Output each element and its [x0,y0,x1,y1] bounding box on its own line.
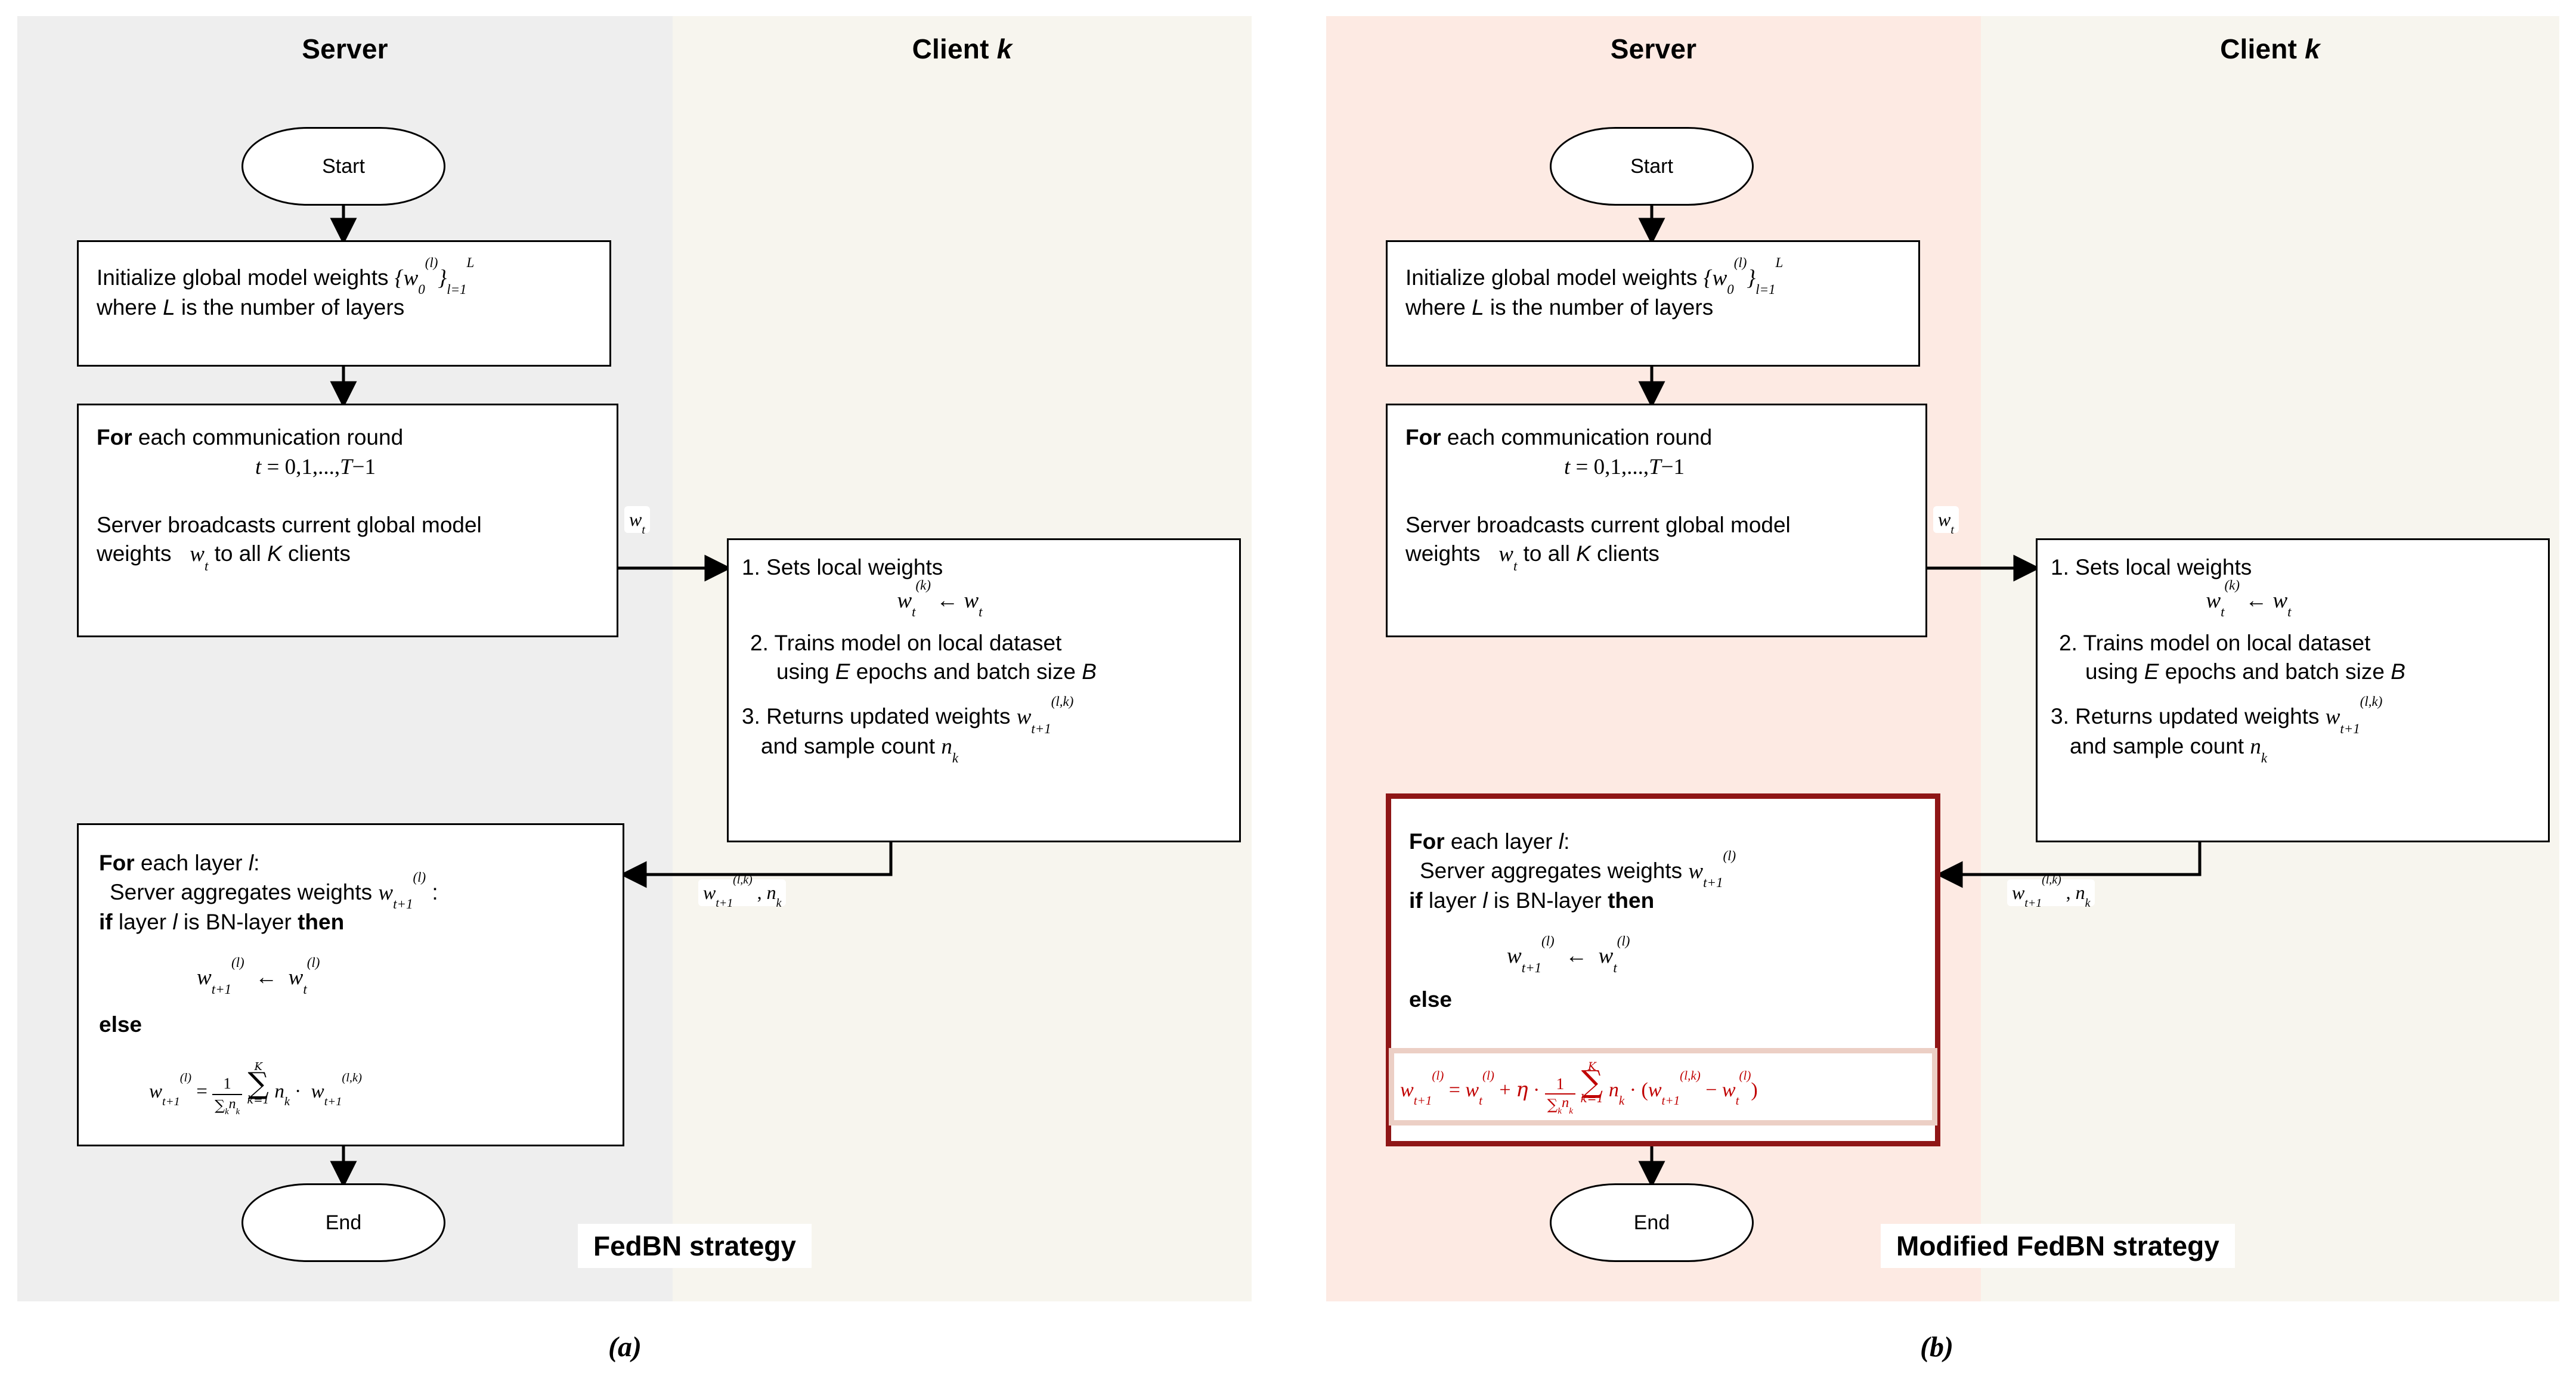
highlighted-equation-b: wt+1(l) = wt(l) + η · 1∑knk K∑k=1 nk · (… [1394,1053,1932,1120]
agg-a-line3: if layer l is BN-layer then [99,909,345,934]
agg-b-line1: For each layer l: [1409,829,1570,854]
node-end-b-label: End [1633,1211,1670,1234]
lane-title-server-b-text: Server [1610,33,1697,64]
client-b-step3a: 3. Returns updated weights wt+1(l,k) [2051,694,2383,736]
edge-label-wt-b: wt [1933,506,1959,536]
node-initialize-a[interactable]: Initialize global model weights {w0(l)}l… [77,240,611,367]
node-start-b[interactable]: Start [1550,127,1754,206]
client-a-step1: 1. Sets local weights [742,555,943,579]
node-round-a[interactable]: For each communication round t = 0,1,...… [77,404,618,637]
client-a-step2b: using E epochs and batch size B [776,659,1097,684]
lane-title-server-b: Server [1326,33,1981,65]
round-b-line1: For each communication round [1405,425,1713,449]
round-a-line3: Server broadcasts current global model [97,512,482,537]
round-a-line1: For each communication round [97,425,404,449]
node-end-b[interactable]: End [1550,1183,1754,1262]
strategy-tag-b: Modified FedBN strategy [1881,1224,2235,1268]
round-b-line4: weights wt to all K clients [1405,541,1659,573]
init-b-line2: where L is the number of layers [1405,294,1714,320]
node-end-a[interactable]: End [242,1183,445,1262]
client-b-step1: 1. Sets local weights [2051,555,2252,579]
caption-a: (a) [608,1331,642,1363]
agg-b-eq-bn: wt+1(l) ← wt(l) [1507,933,1630,975]
round-b-line3: Server broadcasts current global model [1405,512,1791,537]
node-end-a-label: End [325,1211,362,1234]
node-start-a-label: Start [322,154,365,178]
client-a-step1-eq: wt(k) ← wt [897,577,983,620]
lane-title-client-a: Client k [673,33,1252,65]
round-a-line4: weights wt to all K clients [97,541,351,573]
edge-label-wt-a: wt [624,506,650,536]
lane-title-client-b: Client k [1981,33,2559,65]
caption-b: (b) [1920,1331,1953,1363]
node-client-a[interactable]: 1. Sets local weights wt(k) ← wt 2. Trai… [727,538,1241,842]
edge-label-update-a: wt+1(l,k) , nk [698,874,787,909]
client-a-step3b: and sample count nk [761,734,959,766]
lane-title-client-a-symbol: k [996,33,1013,64]
agg-b-else: else [1409,987,1453,1012]
lane-title-client-a-text: Client [912,33,997,64]
init-a-line1: Initialize global model weights {w0(l)}l… [97,255,475,297]
client-b-step3b: and sample count nk [2070,734,2268,766]
agg-a-eq-bn: wt+1(l) ← wt(l) [197,954,320,997]
strategy-tag-a: FedBN strategy [578,1224,812,1268]
lane-title-client-b-text: Client [2220,33,2305,64]
init-b-line1: Initialize global model weights {w0(l)}l… [1405,255,1784,297]
init-a-line2: where L is the number of layers [97,294,405,320]
node-aggregate-b[interactable]: For each layer l: Server aggregates weig… [1386,793,1940,1146]
lane-title-client-b-symbol: k [2305,33,2320,64]
node-client-b[interactable]: 1. Sets local weights wt(k) ← wt 2. Trai… [2036,538,2550,842]
round-a-line2: t = 0,1,...,T−1 [255,454,376,479]
client-b-step2b: using E epochs and batch size B [2085,659,2405,684]
client-a-step2a: 2. Trains model on local dataset [750,630,1062,655]
agg-a-eq-avg: wt+1(l) = 1∑knk K∑k=1 nk · wt+1(l,k) [149,1061,362,1117]
round-b-line2: t = 0,1,...,T−1 [1563,454,1685,479]
lane-title-server-a-text: Server [302,33,388,64]
client-a-step3a: 3. Returns updated weights wt+1(l,k) [742,694,1074,736]
agg-b-line2: Server aggregates weights wt+1(l) [1420,848,1736,891]
node-start-a[interactable]: Start [242,127,445,206]
client-b-step2a: 2. Trains model on local dataset [2059,630,2371,655]
lane-title-server-a: Server [17,33,673,65]
agg-a-line2: Server aggregates weights wt+1(l) : [110,869,438,912]
node-aggregate-a[interactable]: For each layer l: Server aggregates weig… [77,823,624,1146]
edge-label-update-b: wt+1(l,k) , nk [2007,874,2095,909]
client-b-step1-eq: wt(k) ← wt [2206,577,2292,620]
node-round-b[interactable]: For each communication round t = 0,1,...… [1386,404,1927,637]
node-start-b-label: Start [1630,154,1673,178]
node-initialize-b[interactable]: Initialize global model weights {w0(l)}l… [1386,240,1920,367]
panel-b: Server Client k Start Initialize global … [1326,16,2559,1301]
highlighted-equation-box-b: wt+1(l) = wt(l) + η · 1∑knk K∑k=1 nk · (… [1389,1048,1937,1126]
agg-a-line1: For each layer l: [99,851,260,875]
panel-a: Server Client k Start Initialize global … [17,16,1252,1301]
agg-a-else: else [99,1012,143,1037]
agg-b-line3: if layer l is BN-layer then [1409,888,1655,913]
